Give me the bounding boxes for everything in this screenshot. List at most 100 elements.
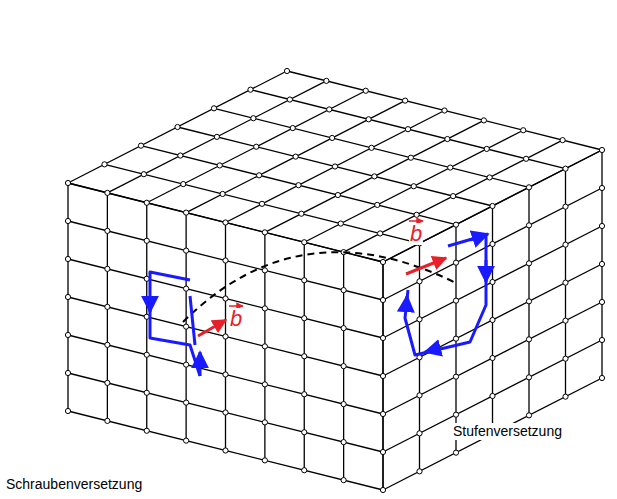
- lattice-atom: [484, 146, 489, 151]
- lattice-atom: [563, 318, 568, 323]
- lattice-atom: [453, 374, 458, 379]
- lattice-atom: [380, 373, 385, 378]
- lattice-atom: [363, 88, 368, 93]
- lattice-atom: [105, 266, 110, 271]
- lattice-atom: [490, 241, 495, 246]
- lattice-atom: [262, 306, 267, 311]
- lattice-atom: [599, 337, 604, 342]
- circuit-arrow: [485, 260, 488, 282]
- circuit-arrow: [425, 348, 440, 352]
- lattice-atom: [214, 134, 219, 139]
- burgers-vector: [198, 320, 226, 336]
- lattice-atom: [105, 190, 110, 195]
- lattice-atom: [417, 469, 422, 474]
- lattice-bond: [107, 81, 326, 193]
- lattice-atom: [453, 450, 458, 455]
- vector-arrow-symbol: [229, 305, 243, 307]
- lattice-atom: [563, 242, 568, 247]
- lattice-atom: [105, 418, 110, 423]
- lattice-atom: [290, 125, 295, 130]
- lattice-atom: [490, 279, 495, 284]
- lattice-atom: [105, 228, 110, 233]
- lattice-atom: [144, 390, 149, 395]
- lattice-atom: [178, 153, 183, 158]
- lattice-atom: [335, 192, 340, 197]
- lattice-atom: [223, 296, 228, 301]
- lattice-atom: [524, 156, 529, 161]
- lattice-atom: [341, 364, 346, 369]
- lattice-atom: [453, 222, 458, 227]
- lattice-bond: [383, 264, 602, 376]
- lattice-atom: [223, 258, 228, 263]
- lattice-atom: [563, 394, 568, 399]
- lattice-atom: [599, 147, 604, 152]
- circuit-arrow: [406, 296, 407, 310]
- lattice-atom: [448, 165, 453, 170]
- lattice-atom: [526, 223, 531, 228]
- lattice-atom: [302, 316, 307, 321]
- lattice-atom: [141, 172, 146, 177]
- lattice-atom: [65, 408, 70, 413]
- burgers-vector-label: b: [229, 308, 243, 330]
- lattice-atom: [144, 200, 149, 205]
- circuit-arrow: [149, 300, 152, 312]
- lattice-atom: [380, 259, 385, 264]
- lattice-atom: [223, 448, 228, 453]
- lattice-atom: [175, 124, 180, 129]
- lattice-atom: [411, 184, 416, 189]
- lattice-atom: [251, 116, 256, 121]
- lattice-grid: [68, 71, 602, 490]
- lattice-atom: [380, 487, 385, 492]
- lattice-atom: [184, 248, 189, 253]
- lattice-atom: [380, 297, 385, 302]
- lattice-atom: [65, 294, 70, 299]
- lattice-atom: [302, 354, 307, 359]
- lattice-atom: [417, 431, 422, 436]
- lattice-atom: [332, 164, 337, 169]
- lattice-atom: [526, 299, 531, 304]
- lattice-atom: [144, 238, 149, 243]
- lattice-atom: [211, 106, 216, 111]
- lattice-atom: [302, 392, 307, 397]
- lattice-atom: [262, 458, 267, 463]
- lattice-atom: [254, 144, 259, 149]
- lattice-atom: [302, 278, 307, 283]
- lattice-bond: [287, 71, 602, 150]
- lattice-atom: [184, 400, 189, 405]
- lattice-atom: [451, 194, 456, 199]
- lattice-atom: [560, 138, 565, 143]
- lattice-atom: [102, 162, 107, 167]
- lattice-atom: [417, 317, 422, 322]
- lattice-atom: [453, 298, 458, 303]
- lattice-atom: [521, 128, 526, 133]
- lattice-atom: [65, 332, 70, 337]
- lattice-atom: [380, 449, 385, 454]
- lattice-atom: [184, 362, 189, 367]
- lattice-atom: [526, 261, 531, 266]
- lattice-atom: [481, 118, 486, 123]
- lattice-atom: [65, 256, 70, 261]
- lattice-atom: [341, 288, 346, 293]
- lattice-atom: [453, 260, 458, 265]
- lattice-atom: [403, 98, 408, 103]
- lattice-atom: [445, 136, 450, 141]
- lattice-atom: [105, 304, 110, 309]
- lattice-bond: [186, 101, 405, 213]
- lattice-atom: [563, 280, 568, 285]
- lattice-atom: [223, 334, 228, 339]
- lattice-bond: [383, 378, 602, 490]
- lattice-bond: [147, 91, 366, 203]
- circuit-arrow: [199, 352, 202, 376]
- lattice-atom: [181, 181, 186, 186]
- lattice-atom: [223, 410, 228, 415]
- lattice-atom: [217, 163, 222, 168]
- lattice-atom: [380, 411, 385, 416]
- lattice-atom: [184, 210, 189, 215]
- lattice-atom: [144, 428, 149, 433]
- burgers-vector: [406, 258, 446, 274]
- lattice-bond: [68, 297, 383, 376]
- lattice-atom: [184, 286, 189, 291]
- lattice-atom: [284, 68, 289, 73]
- lattice-atom: [105, 380, 110, 385]
- lattice-atom: [599, 185, 604, 190]
